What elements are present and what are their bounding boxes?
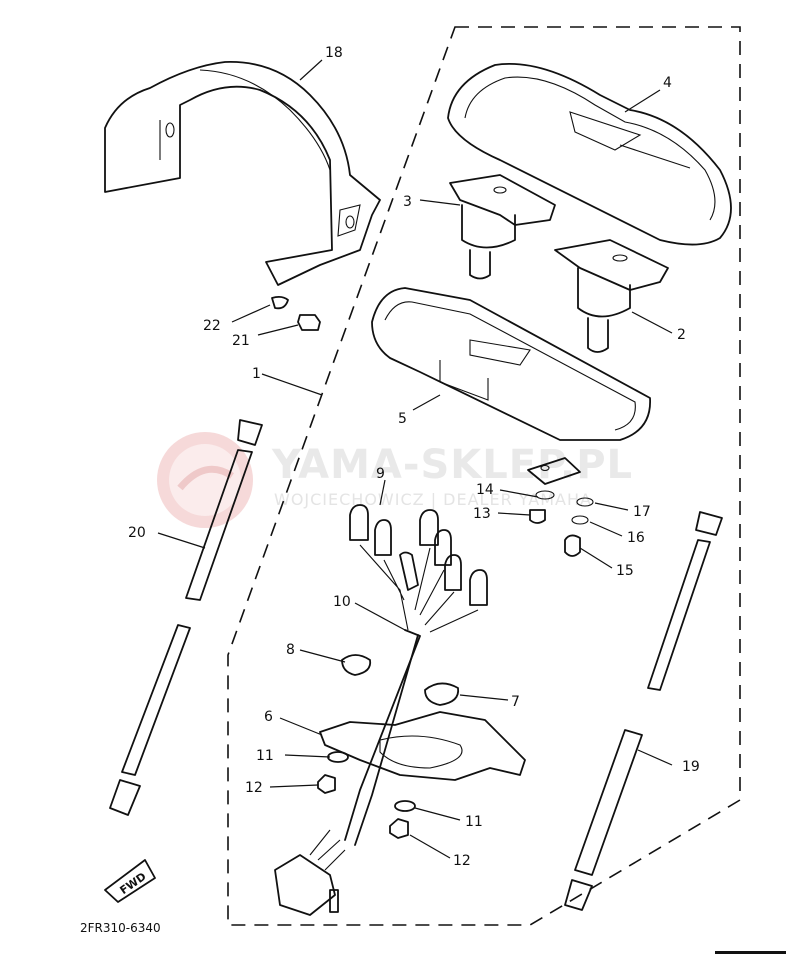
callout-11-right: 11 bbox=[465, 814, 483, 830]
callout-20: 20 bbox=[128, 525, 146, 541]
callout-13: 13 bbox=[473, 506, 491, 522]
callout-2: 2 bbox=[677, 327, 686, 343]
callout-17: 17 bbox=[633, 504, 651, 520]
callout-12-left: 12 bbox=[245, 780, 263, 796]
assembly-boundary bbox=[227, 26, 741, 926]
callout-1: 1 bbox=[252, 366, 261, 382]
drawing-code: 2FR310-6340 bbox=[80, 921, 161, 935]
callout-7: 7 bbox=[511, 694, 520, 710]
meter-unit-right bbox=[554, 239, 669, 353]
leader-lines bbox=[157, 59, 673, 859]
speedometer-cable bbox=[109, 419, 263, 816]
callout-19: 19 bbox=[682, 759, 700, 775]
callout-14: 14 bbox=[476, 482, 494, 498]
bulb-harness bbox=[274, 504, 488, 916]
meter-bracket bbox=[317, 654, 526, 839]
callout-12-right: 12 bbox=[453, 853, 471, 869]
callout-16: 16 bbox=[627, 530, 645, 546]
callout-4: 4 bbox=[663, 75, 672, 91]
fasteners bbox=[271, 295, 594, 557]
callout-9: 9 bbox=[376, 466, 385, 482]
callout-15: 15 bbox=[616, 563, 634, 579]
callout-22: 22 bbox=[203, 318, 221, 334]
callout-5: 5 bbox=[398, 411, 407, 427]
meter-case-lower bbox=[371, 287, 651, 441]
callout-21: 21 bbox=[232, 333, 250, 349]
fwd-arrow: FWD bbox=[104, 859, 156, 903]
page-edge-mark bbox=[715, 951, 786, 954]
callout-labels: 18 4 3 2 22 21 1 5 9 14 17 13 16 15 20 1… bbox=[128, 45, 700, 869]
callout-11-left: 11 bbox=[256, 748, 274, 764]
callout-8: 8 bbox=[286, 642, 295, 658]
visor-cover bbox=[104, 61, 381, 286]
meter-housing-upper bbox=[447, 63, 732, 246]
watermark-title: YAMA-SKLEP.PL bbox=[271, 442, 633, 488]
watermark: YAMA-SKLEP.PL WOJCIECHOWICZ | DEALER YAM… bbox=[157, 432, 633, 528]
callout-10: 10 bbox=[333, 594, 351, 610]
watermark-subtitle: WOJCIECHOWICZ | DEALER YAMAHA bbox=[274, 490, 592, 509]
callout-18: 18 bbox=[325, 45, 343, 61]
meter-unit-left bbox=[449, 174, 556, 280]
callout-6: 6 bbox=[264, 709, 273, 725]
tachometer-cable bbox=[564, 511, 723, 911]
callout-3: 3 bbox=[403, 194, 412, 210]
